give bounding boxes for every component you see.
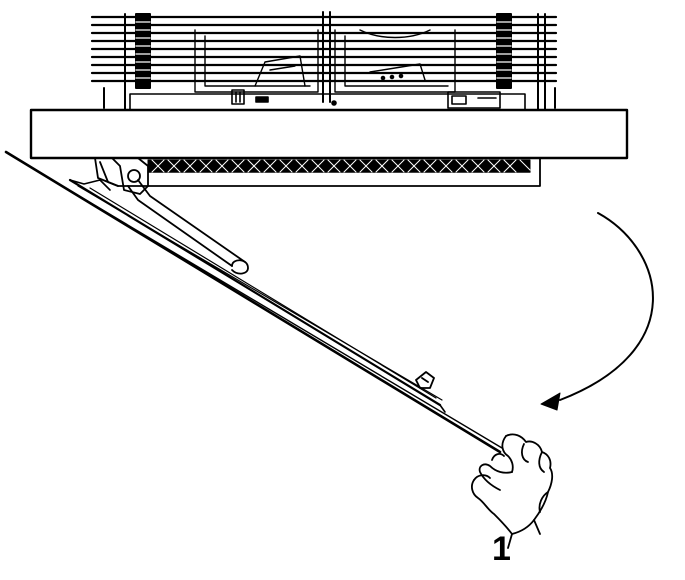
center-divider — [323, 12, 330, 102]
hinged-front-panel — [6, 152, 502, 452]
latch-clip — [416, 372, 434, 388]
support-arm — [128, 180, 248, 274]
motor-housings — [195, 30, 455, 92]
air-grille — [95, 158, 540, 186]
coil-rings — [136, 22, 511, 78]
grille-mesh — [152, 160, 530, 172]
front-panel-bar — [31, 110, 627, 158]
step-number-label: 1 — [492, 530, 511, 568]
rotation-arrow-icon — [541, 213, 653, 410]
chassis-base — [130, 90, 525, 110]
hand-icon — [472, 434, 552, 548]
hinge-bracket — [100, 158, 148, 194]
